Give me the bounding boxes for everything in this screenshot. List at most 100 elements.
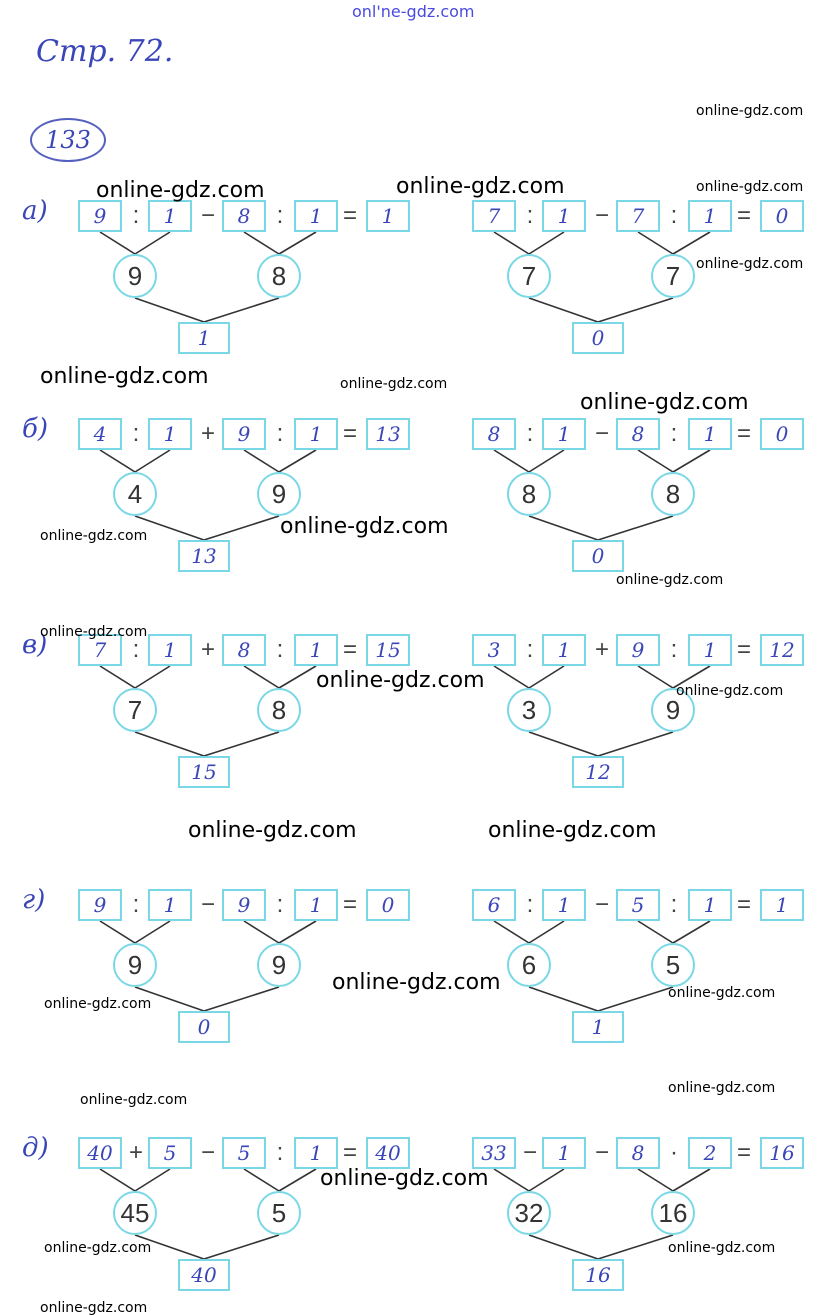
connector-line <box>493 449 530 473</box>
result-box: 0 <box>760 418 804 450</box>
connector-line <box>134 1168 171 1192</box>
operator: : <box>670 420 678 447</box>
intermediate-circle: 8 <box>257 254 301 298</box>
connector-line <box>278 920 317 944</box>
result-box: 15 <box>366 634 410 666</box>
operator: : <box>526 891 534 918</box>
connector-line <box>99 665 136 689</box>
connector-line <box>528 1168 565 1192</box>
answer-box: 1 <box>294 889 338 921</box>
connector-line <box>243 1168 280 1192</box>
answer-box: 33 <box>472 1137 516 1169</box>
watermark: online-gdz.com <box>188 818 357 843</box>
equals-sign: = <box>342 1139 357 1166</box>
answer-box: 5 <box>148 1137 192 1169</box>
answer-box: 9 <box>616 634 660 666</box>
connector-line <box>528 231 565 255</box>
watermark: online-gdz.com <box>668 1080 776 1096</box>
result-box: 16 <box>760 1137 804 1169</box>
intermediate-circle: 9 <box>257 943 301 987</box>
connector-line <box>672 449 711 473</box>
answer-box: 8 <box>616 1137 660 1169</box>
task-number: 133 <box>30 118 106 162</box>
intermediate-circle: 16 <box>651 1191 695 1235</box>
watermark: online-gdz.com <box>44 1240 152 1256</box>
equals-sign: = <box>736 1139 751 1166</box>
connector-line <box>243 665 280 689</box>
operator: : <box>670 636 678 663</box>
connector-line <box>134 449 171 473</box>
answer-box: 8 <box>222 634 266 666</box>
bottom-result-box: 40 <box>178 1259 230 1291</box>
connector-line <box>672 1168 711 1192</box>
watermark: online-gdz.com <box>668 985 776 1001</box>
result-box: 1 <box>760 889 804 921</box>
connector-line <box>637 665 674 689</box>
answer-box: 7 <box>472 200 516 232</box>
answer-box: 5 <box>616 889 660 921</box>
connector-line <box>203 731 280 757</box>
operator: : <box>132 420 140 447</box>
connector-line <box>493 1168 530 1192</box>
watermark: online-gdz.com <box>40 624 148 640</box>
connector-line <box>528 1234 599 1260</box>
answer-box: 1 <box>542 418 586 450</box>
intermediate-circle: 8 <box>507 472 551 516</box>
operator: − <box>594 420 609 447</box>
operator: : <box>526 636 534 663</box>
connector-line <box>99 449 136 473</box>
intermediate-circle: 7 <box>507 254 551 298</box>
answer-box: 1 <box>542 634 586 666</box>
answer-box: 6 <box>472 889 516 921</box>
watermark: online-gdz.com <box>668 1240 776 1256</box>
equals-sign: = <box>342 420 357 447</box>
connector-line <box>134 731 205 757</box>
answer-box: 1 <box>542 1137 586 1169</box>
watermark: online-gdz.com <box>580 390 749 415</box>
connector-line <box>243 449 280 473</box>
connector-line <box>134 986 205 1012</box>
bottom-result-box: 0 <box>572 322 624 354</box>
answer-box: 1 <box>542 200 586 232</box>
connector-line <box>99 920 136 944</box>
answer-box: 1 <box>688 634 732 666</box>
operator: : <box>276 202 284 229</box>
operator: − <box>594 202 609 229</box>
connector-line <box>493 920 530 944</box>
watermark: online-gdz.com <box>340 376 448 392</box>
watermark: online-gdz.com <box>40 364 209 389</box>
connector-line <box>134 665 171 689</box>
answer-box: 1 <box>148 200 192 232</box>
watermark: online-gdz.com <box>616 572 724 588</box>
connector-line <box>243 231 280 255</box>
answer-box: 1 <box>688 889 732 921</box>
connector-line <box>278 665 317 689</box>
connector-line <box>134 515 205 541</box>
operator: : <box>526 202 534 229</box>
connector-line <box>528 920 565 944</box>
row-label: г) <box>22 885 46 915</box>
answer-box: 1 <box>688 200 732 232</box>
answer-box: 9 <box>78 200 122 232</box>
connector-line <box>597 986 674 1012</box>
watermark: online-gdz.com <box>40 528 148 544</box>
connector-line <box>672 231 711 255</box>
bottom-result-box: 16 <box>572 1259 624 1291</box>
intermediate-circle: 3 <box>507 688 551 732</box>
operator: + <box>200 636 215 663</box>
operator: + <box>594 636 609 663</box>
intermediate-circle: 9 <box>113 254 157 298</box>
connector-line <box>134 1234 205 1260</box>
connector-line <box>134 920 171 944</box>
answer-box: 1 <box>294 200 338 232</box>
result-box: 40 <box>366 1137 410 1169</box>
equals-sign: = <box>342 636 357 663</box>
connector-line <box>528 515 599 541</box>
connector-line <box>597 515 674 541</box>
result-box: 13 <box>366 418 410 450</box>
row-label: д) <box>22 1133 49 1163</box>
intermediate-circle: 32 <box>507 1191 551 1235</box>
answer-box: 9 <box>222 889 266 921</box>
